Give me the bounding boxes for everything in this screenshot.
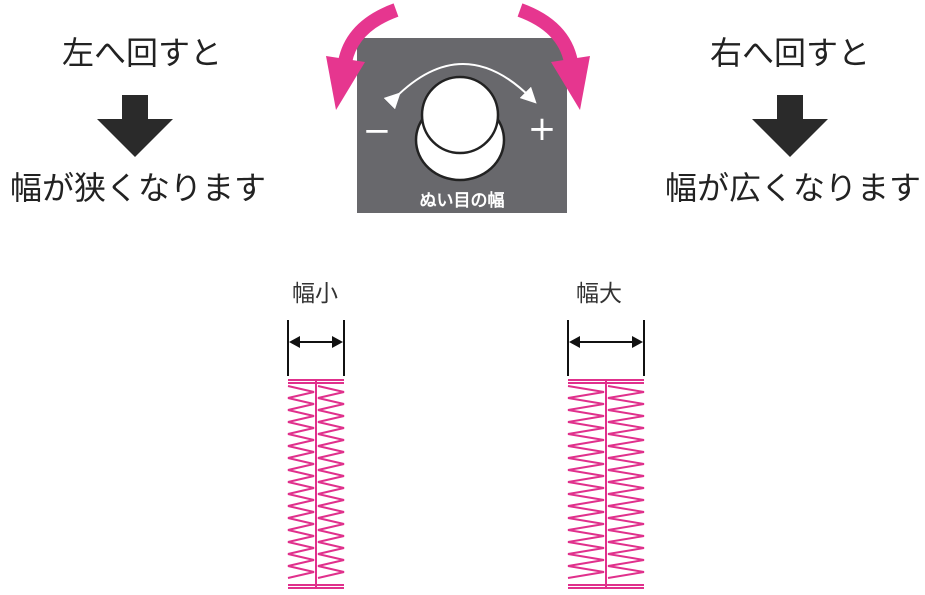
dial-label: ぬい目の幅 <box>420 190 505 211</box>
knob-top <box>420 75 500 155</box>
narrow-width-label: 幅小 <box>292 281 338 307</box>
minus-symbol: − <box>363 111 392 151</box>
stitch-column <box>567 385 605 579</box>
wide-width-label: 幅大 <box>576 281 622 307</box>
stitch-column <box>607 385 645 579</box>
right-turn-arrow-icon <box>517 3 590 110</box>
left-turn-text: 左へ回すと <box>62 34 223 72</box>
right-turn-text: 右へ回すと <box>710 34 871 72</box>
right-result-text: 幅が広くなります <box>665 169 922 207</box>
left-result-text: 幅が狭くなります <box>10 169 267 207</box>
left-turn-arrow-icon <box>326 3 399 110</box>
stitch-width-dial[interactable]: − + ぬい目の幅 <box>0 0 925 240</box>
rotation-arc <box>383 63 537 110</box>
width-indicator-narrow <box>287 320 345 376</box>
left-down-arrow-icon <box>97 95 173 157</box>
right-down-arrow-icon <box>752 95 828 157</box>
width-indicator-wide <box>567 320 645 376</box>
stitch-column <box>317 385 345 579</box>
stitch-column <box>287 385 315 579</box>
wide-stitch-sample <box>567 320 645 589</box>
plus-symbol: + <box>528 109 557 149</box>
narrow-stitch-sample <box>287 320 345 589</box>
